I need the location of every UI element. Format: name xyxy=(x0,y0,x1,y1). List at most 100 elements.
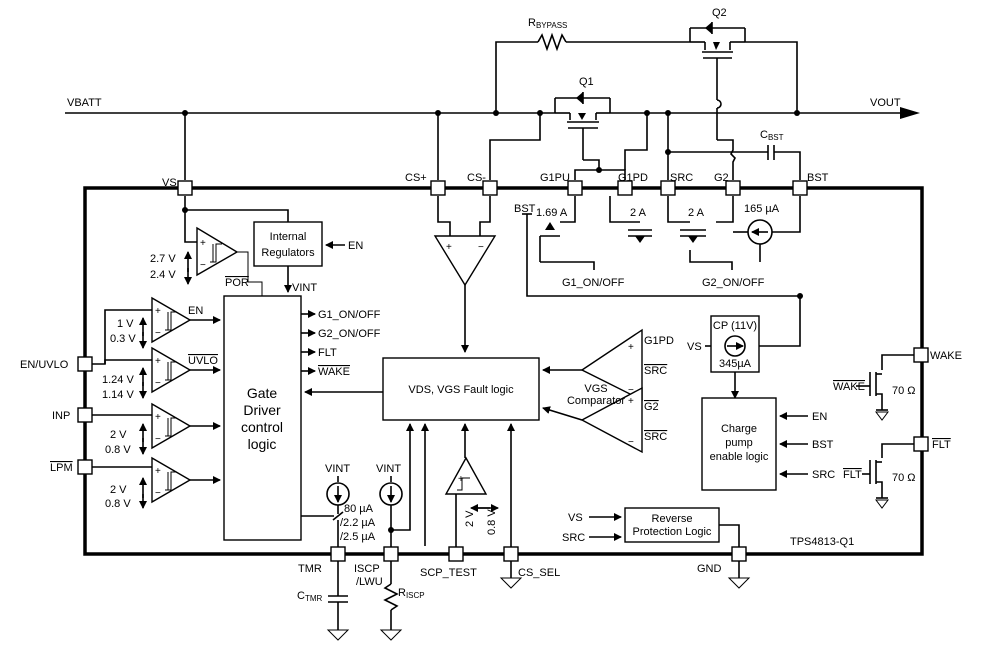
svg-text:Reverse: Reverse xyxy=(652,513,693,525)
q1-mosfet: Q1 xyxy=(554,76,611,160)
svg-text:−: − xyxy=(628,385,634,396)
svg-text:SRC: SRC xyxy=(670,172,693,184)
svg-text:Charge: Charge xyxy=(721,423,757,435)
svg-text:70 Ω: 70 Ω xyxy=(892,385,916,397)
svg-text:165 µA: 165 µA xyxy=(744,203,780,215)
ctmr-capacitor: CTMR xyxy=(297,561,350,641)
internal-regulators: Internal Regulators EN VINT xyxy=(253,221,363,294)
svg-text:G2_ON/OFF: G2_ON/OFF xyxy=(702,277,765,289)
svg-text:2 V: 2 V xyxy=(110,429,127,441)
svg-text:+: + xyxy=(628,396,634,407)
svg-text:VS: VS xyxy=(568,512,583,524)
svg-text:control: control xyxy=(241,419,283,435)
gnd-ground xyxy=(727,561,751,589)
svg-text:2 A: 2 A xyxy=(630,207,647,219)
svg-text:G2: G2 xyxy=(644,401,659,413)
riscp-resistor: RISCP xyxy=(379,561,425,641)
top-wiring: CBST xyxy=(182,110,801,243)
svg-text:VGS: VGS xyxy=(584,383,607,395)
gate-drive-stage: BST 1.69 A G1_ON/OFF 2 A 2 A 165 µA G2_O… xyxy=(514,196,803,299)
charge-pump-enable-logic: Charge pump enable logic EN BST SRC xyxy=(701,397,835,491)
svg-text:2 A: 2 A xyxy=(688,207,705,219)
svg-text:+: + xyxy=(200,238,206,249)
inp-pin xyxy=(77,407,93,423)
svg-text:−: − xyxy=(155,378,161,389)
svg-text:FLT: FLT xyxy=(843,469,862,481)
scp-test-pin xyxy=(448,546,464,562)
svg-text:0.8 V: 0.8 V xyxy=(486,509,498,535)
en-comparator: + − EN 1 V 0.3 V xyxy=(110,296,221,349)
svg-text:CS+: CS+ xyxy=(405,172,427,184)
svg-text:EN: EN xyxy=(348,240,363,252)
svg-text:EN/UVLO: EN/UVLO xyxy=(20,359,69,371)
cs-sel-ground xyxy=(499,561,523,589)
svg-text:0.3 V: 0.3 V xyxy=(110,333,136,345)
svg-text:+: + xyxy=(628,342,634,353)
svg-text:BST: BST xyxy=(812,439,834,451)
vs-pin xyxy=(177,180,193,196)
svg-text:Regulators: Regulators xyxy=(261,247,315,259)
svg-text:G1PD: G1PD xyxy=(618,172,648,184)
svg-text:CS-: CS- xyxy=(467,172,486,184)
vbatt-label: VBATT xyxy=(67,97,102,109)
svg-text:logic: logic xyxy=(248,436,277,452)
svg-text:VINT: VINT xyxy=(292,282,317,294)
svg-text:GND: GND xyxy=(697,563,722,575)
iscp-source: VINT xyxy=(376,423,414,547)
svg-text:SRC: SRC xyxy=(812,469,835,481)
svg-text:Protection Logic: Protection Logic xyxy=(633,526,712,538)
cs-minus-pin xyxy=(482,180,498,196)
charge-pump: CP (11V) 345µA VS xyxy=(687,296,801,399)
vout-label: VOUT xyxy=(870,97,901,109)
svg-text:+: + xyxy=(155,466,161,477)
bypass-path: RBYPASS xyxy=(493,17,800,116)
svg-text:−: − xyxy=(628,437,634,448)
src-pin xyxy=(660,180,676,196)
svg-text:SRC: SRC xyxy=(644,365,667,377)
riscp-label: RISCP xyxy=(398,587,425,600)
tmr-pin xyxy=(330,546,346,562)
g1pd-pin xyxy=(617,180,633,196)
svg-text:ISCP: ISCP xyxy=(354,563,380,575)
lpm-comparator: + − 2 V 0.8 V xyxy=(105,456,221,510)
svg-text:1.69 A: 1.69 A xyxy=(536,207,568,219)
cs-amplifier: + − xyxy=(433,196,497,353)
svg-text:0.8 V: 0.8 V xyxy=(105,498,131,510)
gnd-pin xyxy=(731,546,747,562)
q2-mosfet: Q2 xyxy=(689,7,746,140)
svg-text:SCP_TEST: SCP_TEST xyxy=(420,567,477,579)
top-pins: VS CS+ CS- G1PU G1PD SRC G2 BST xyxy=(162,172,829,196)
svg-text:−: − xyxy=(155,328,161,339)
svg-text:+: + xyxy=(155,412,161,423)
svg-text:+: + xyxy=(155,306,161,317)
gate-driver-logic: Gate Driver control logic G1_ON/OFF G2_O… xyxy=(223,295,383,541)
svg-text:pump: pump xyxy=(725,437,753,449)
svg-text:VINT: VINT xyxy=(376,463,401,475)
svg-text:/LWU: /LWU xyxy=(356,576,383,588)
svg-text:BST: BST xyxy=(514,203,536,215)
svg-text:+: + xyxy=(155,356,161,367)
svg-text:FLT: FLT xyxy=(932,439,951,451)
svg-text:enable logic: enable logic xyxy=(710,451,769,463)
vbatt-rail: VBATT VOUT xyxy=(65,97,920,119)
flt-output: 70 Ω FLT xyxy=(843,443,916,509)
svg-text:−: − xyxy=(200,260,206,271)
svg-text:VINT: VINT xyxy=(325,463,350,475)
svg-text:Comparator: Comparator xyxy=(567,395,625,407)
svg-text:CS_SEL: CS_SEL xyxy=(518,567,560,579)
ctmr-label: CTMR xyxy=(297,590,323,603)
svg-text:2 V: 2 V xyxy=(464,510,476,527)
svg-text:Internal: Internal xyxy=(270,231,307,243)
g2-pin xyxy=(725,180,741,196)
bst-pin xyxy=(792,180,808,196)
svg-text:/2.5 µA: /2.5 µA xyxy=(340,531,376,543)
svg-text:WAKE: WAKE xyxy=(833,381,865,393)
svg-text:G2_ON/OFF: G2_ON/OFF xyxy=(318,328,381,340)
svg-text:Gate: Gate xyxy=(247,385,278,401)
svg-text:VS: VS xyxy=(687,341,702,353)
svg-text:G1PU: G1PU xyxy=(540,172,570,184)
svg-text:SRC: SRC xyxy=(562,532,585,544)
svg-text:FLT: FLT xyxy=(318,347,337,359)
en-uvlo-pin xyxy=(77,356,93,372)
svg-text:2.7 V: 2.7 V xyxy=(150,253,176,265)
